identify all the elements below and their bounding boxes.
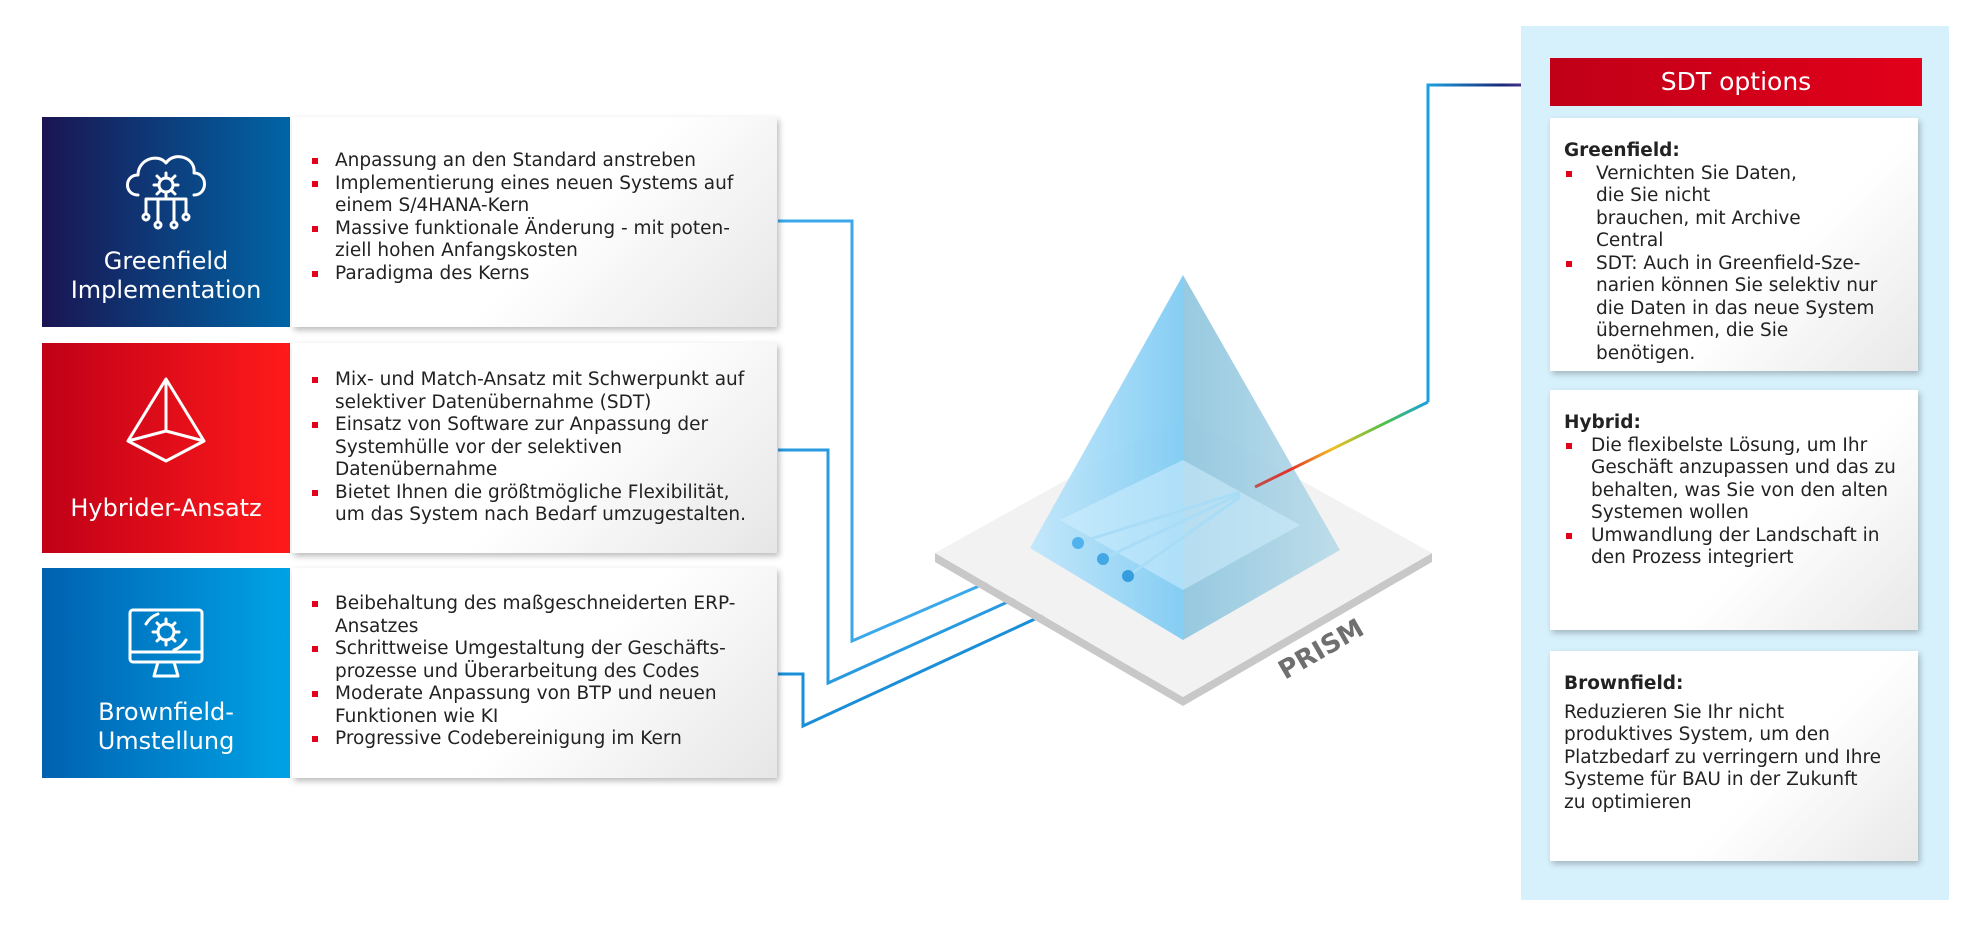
list-item: Schrittweise Umgestaltung der Geschäfts­… bbox=[310, 638, 759, 683]
list-item: Implementierung eines neuen Systems auf … bbox=[310, 173, 759, 218]
beam-entry-dot-1 bbox=[1072, 537, 1084, 549]
connector-line-greenfield bbox=[778, 219, 1079, 644]
brownfield-tile: Brownfield- Umstellung bbox=[42, 568, 290, 778]
monitor-gear-icon bbox=[128, 608, 204, 678]
prism-icon bbox=[126, 377, 206, 463]
cloud-gear-icon bbox=[126, 155, 206, 230]
greenfield-bullets-panel: Anpassung an den Standard anstreben Impl… bbox=[292, 117, 777, 327]
approach-card-brownfield: Brownfield- Umstellung Beibehaltung des … bbox=[42, 568, 777, 778]
beam-3 bbox=[1127, 495, 1241, 578]
hybrid-bullets-panel: Mix- und Match-Ansatz mit Schwerpunkt au… bbox=[292, 343, 777, 553]
list-item: Progressive Codebereinigung im Kern bbox=[310, 728, 759, 751]
greenfield-bullet-list: Anpassung an den Standard anstreben Impl… bbox=[310, 150, 759, 285]
sdt-option-greenfield: Greenfield: Vernichten Sie Daten, die Si… bbox=[1550, 118, 1918, 371]
sdt-option-title: Brownfield: bbox=[1564, 673, 1684, 694]
greenfield-title-line2: Implementation bbox=[70, 276, 262, 304]
brownfield-title-line2: Umstellung bbox=[97, 727, 235, 755]
brownfield-title-line1: Brownfield- bbox=[98, 698, 234, 726]
list-item: Beibehaltung des maßgeschneiderten ERP-A… bbox=[310, 593, 759, 638]
list-item: Mix- und Match-Ansatz mit Schwerpunkt au… bbox=[310, 369, 759, 414]
sdt-option-hybrid: Hybrid: Die flexibelste Lösung, um Ihr G… bbox=[1550, 390, 1918, 630]
hybrid-title: Hybrider-Ansatz bbox=[70, 494, 262, 522]
list-item: SDT: Auch in Greenfield-Sze­narien könne… bbox=[1564, 253, 1904, 366]
output-line bbox=[1426, 83, 1550, 402]
brownfield-bullet-list: Beibehaltung des maßgeschneiderten ERP-A… bbox=[310, 593, 759, 751]
beam-1 bbox=[1077, 490, 1241, 545]
list-item: Vernichten Sie Daten, die Sie nicht brau… bbox=[1564, 163, 1904, 253]
sdt-brownfield-text: Reduzieren Sie Ihr nicht produktives Sys… bbox=[1564, 701, 1882, 813]
sdt-greenfield-bullet-list: Vernichten Sie Daten, die Sie nicht brau… bbox=[1564, 163, 1904, 366]
approach-card-greenfield: Greenfield Implementation Anpassung an d… bbox=[42, 117, 777, 327]
list-item: Massive funktionale Änderung - mit poten… bbox=[310, 218, 759, 263]
beam-entry-dot-2 bbox=[1097, 553, 1109, 565]
list-item: Moderate Anpassung von BTP und neuen Fun… bbox=[310, 683, 759, 728]
hybrid-bullet-list: Mix- und Match-Ansatz mit Schwerpunkt au… bbox=[310, 369, 759, 527]
list-item: Umwandlung der Landschaft in den Prozess… bbox=[1564, 525, 1904, 570]
list-item: Anpassung an den Standard anstreben bbox=[310, 150, 759, 173]
hybrid-tile: Hybrider-Ansatz bbox=[42, 343, 290, 553]
list-item: Die flexibelste Lösung, um Ihr Geschäft … bbox=[1564, 435, 1904, 525]
list-item: Einsatz von Software zur Anpassung der S… bbox=[310, 414, 759, 482]
greenfield-title-line1: Greenfield bbox=[103, 247, 229, 275]
greenfield-tile: Greenfield Implementation bbox=[42, 117, 290, 327]
connector-line-brownfield bbox=[778, 574, 1129, 729]
beam-2 bbox=[1102, 492, 1241, 561]
sdt-option-brownfield: Brownfield: Reduzieren Sie Ihr nicht pro… bbox=[1550, 651, 1918, 861]
beam-entry-dot-3 bbox=[1122, 570, 1134, 582]
spectrum-line bbox=[1254, 400, 1429, 489]
list-item: Paradigma des Kerns bbox=[310, 263, 759, 286]
sdt-option-title: Hybrid: bbox=[1564, 412, 1641, 433]
brownfield-bullets-panel: Beibehaltung des maßgeschneiderten ERP-A… bbox=[292, 568, 777, 778]
approach-card-hybrid: Hybrider-Ansatz Mix- und Match-Ansatz mi… bbox=[42, 343, 777, 553]
sdt-options-header: SDT options bbox=[1550, 58, 1922, 106]
list-item: Bietet Ihnen die größtmögliche Flexibili… bbox=[310, 482, 759, 527]
sdt-option-title: Greenfield: bbox=[1564, 140, 1680, 161]
sdt-hybrid-bullet-list: Die flexibelste Lösung, um Ihr Geschäft … bbox=[1564, 435, 1904, 570]
connector-line-hybrid bbox=[778, 448, 1104, 686]
